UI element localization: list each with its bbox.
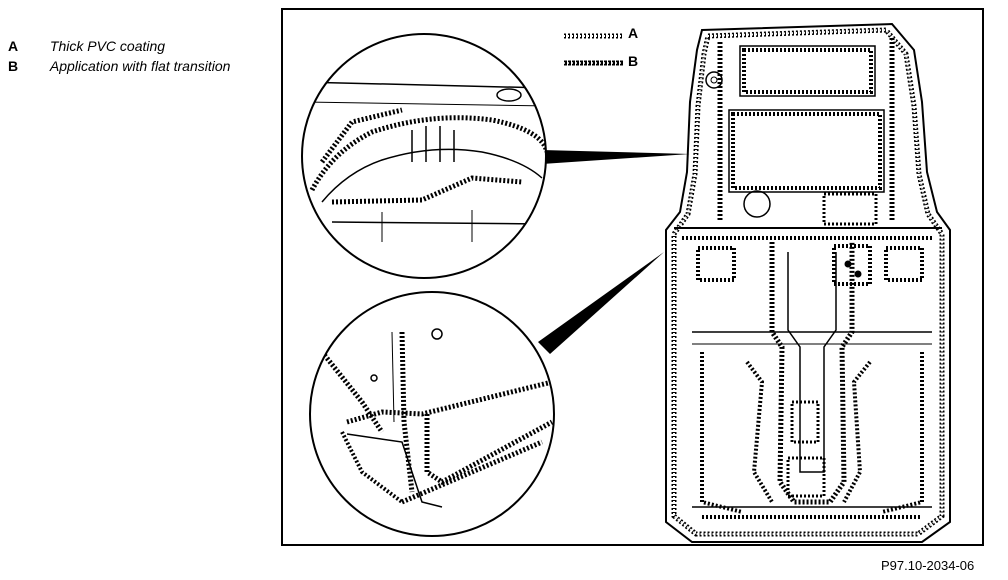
figure-reference-code: P97.10-2034-06 <box>881 558 975 573</box>
legend-item-a: A Thick PVC coating <box>8 38 165 54</box>
underbody-outline <box>665 22 951 543</box>
pointer-wedge-lower <box>538 252 664 354</box>
underbody-drawing <box>301 22 951 543</box>
vehicle-underbody-diagram <box>281 8 984 546</box>
legend-text-a: Thick PVC coating <box>49 38 166 54</box>
detail-circle-lower <box>309 291 555 537</box>
callout-label-a: A <box>628 25 639 41</box>
legend-key-b: B <box>8 58 19 74</box>
detail-circle-upper <box>301 33 547 279</box>
callout-label-b: B <box>628 53 639 69</box>
legend-text-b: Application with flat transition <box>49 58 231 74</box>
legend-key-a: A <box>8 38 19 54</box>
legend-item-b: B Application with flat transition <box>8 58 230 74</box>
pointer-wedge-upper <box>542 150 690 164</box>
